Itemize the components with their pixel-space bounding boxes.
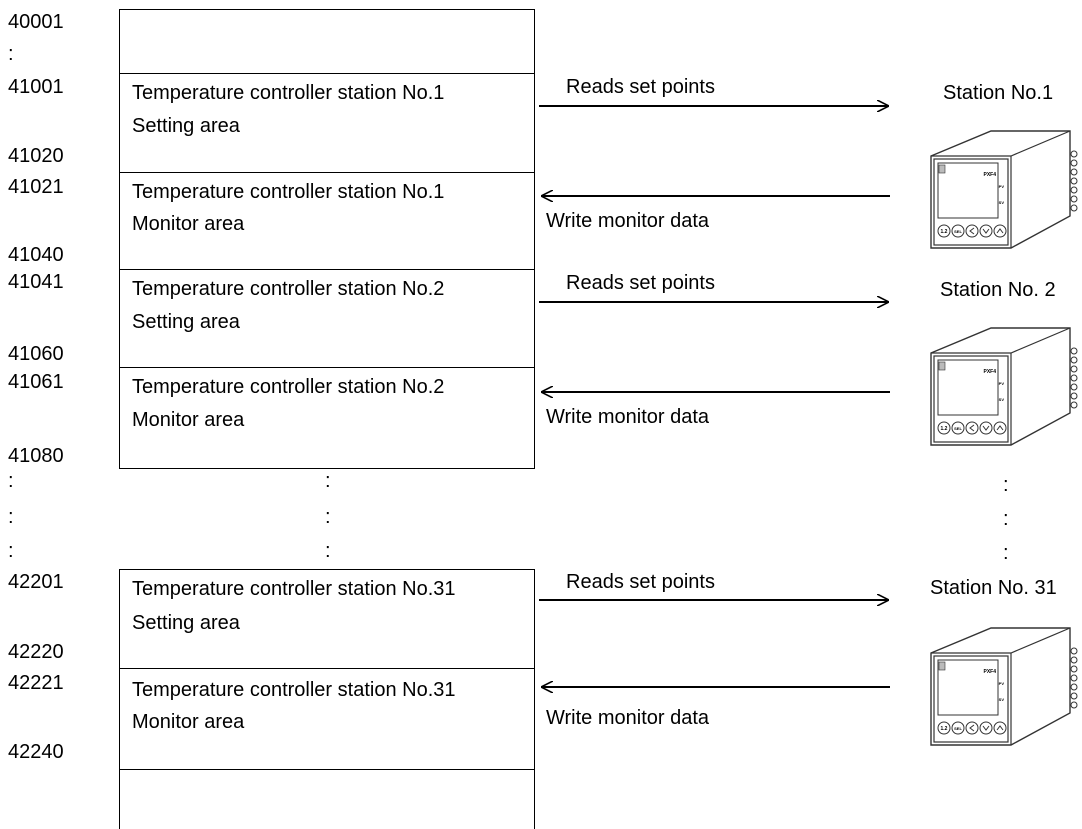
temperature-controller-device-icon: PXF4 PV SV 1.2 SEL bbox=[930, 627, 1078, 746]
address-42221: 42221 bbox=[8, 672, 64, 694]
read-label: Reads set points bbox=[566, 272, 715, 294]
address-41040: 41040 bbox=[8, 244, 64, 266]
block-label-line1: Temperature controller station No.1 bbox=[132, 82, 445, 104]
read-label: Reads set points bbox=[566, 76, 715, 98]
device-key-text: 1.2 bbox=[941, 726, 948, 732]
memory-block-station31-setting bbox=[119, 569, 535, 668]
address-41001: 41001 bbox=[8, 76, 64, 98]
temperature-controller-device-icon: PXF4 PV SV 1.2 SEL bbox=[930, 130, 1078, 249]
station-label: Station No. 31 bbox=[930, 577, 1057, 599]
middle-ellipsis: : bbox=[325, 506, 331, 528]
block-label-line1: Temperature controller station No.2 bbox=[132, 376, 445, 398]
memory-block-station2-monitor bbox=[119, 367, 535, 469]
block-label-line2: Monitor area bbox=[132, 711, 245, 733]
block-label-line1: Temperature controller station No.1 bbox=[132, 181, 445, 203]
address-41061: 41061 bbox=[8, 371, 64, 393]
memory-block-divider bbox=[119, 468, 535, 469]
address-42240: 42240 bbox=[8, 741, 64, 763]
block-label-line2: Monitor area bbox=[132, 213, 245, 235]
address-42220: 42220 bbox=[8, 641, 64, 663]
device-key-text: 1.2 bbox=[941, 229, 948, 235]
address-41041: 41041 bbox=[8, 271, 64, 293]
memory-block-reserved-bottom bbox=[119, 769, 535, 829]
address-42201: 42201 bbox=[8, 571, 64, 593]
address-41021: 41021 bbox=[8, 176, 64, 198]
right-ellipsis: : bbox=[1003, 542, 1009, 564]
block-label-line2: Setting area bbox=[132, 311, 240, 333]
block-label-line2: Setting area bbox=[132, 115, 240, 137]
address-ellipsis: : bbox=[8, 540, 14, 562]
memory-block-reserved-top bbox=[119, 9, 535, 73]
block-label-line1: Temperature controller station No.2 bbox=[132, 278, 445, 300]
write-label: Write monitor data bbox=[546, 707, 710, 729]
device-key-text: SEL bbox=[954, 426, 962, 431]
svg-text:PV: PV bbox=[999, 184, 1005, 189]
svg-text:PV: PV bbox=[999, 381, 1005, 386]
right-ellipsis: : bbox=[1003, 474, 1009, 496]
memory-block-station1-setting bbox=[119, 73, 535, 172]
svg-text:PV: PV bbox=[999, 681, 1005, 686]
block-label-line1: Temperature controller station No.31 bbox=[132, 679, 456, 701]
temperature-controller-device-icon: PXF4 PV SV 1.2 SEL bbox=[930, 327, 1078, 446]
block-label-line2: Setting area bbox=[132, 612, 240, 634]
middle-ellipsis: : bbox=[325, 470, 331, 492]
svg-text:SV: SV bbox=[999, 397, 1005, 402]
write-label: Write monitor data bbox=[546, 210, 710, 232]
address-ellipsis: : bbox=[8, 506, 14, 528]
read-label: Reads set points bbox=[566, 571, 715, 593]
station-label: Station No. 2 bbox=[940, 279, 1056, 301]
svg-text:SV: SV bbox=[999, 697, 1005, 702]
device-panel-text: PXF4 bbox=[983, 369, 996, 375]
device-panel-text: PXF4 bbox=[983, 172, 996, 178]
device-panel-text: PXF4 bbox=[983, 669, 996, 675]
middle-ellipsis: : bbox=[325, 540, 331, 562]
block-label-line2: Monitor area bbox=[132, 409, 245, 431]
memory-block-station31-monitor bbox=[119, 668, 535, 769]
memory-block-station2-setting bbox=[119, 269, 535, 367]
address-41020: 41020 bbox=[8, 145, 64, 167]
address-ellipsis: : bbox=[8, 43, 14, 65]
address-40001: 40001 bbox=[8, 11, 64, 33]
block-label-line1: Temperature controller station No.31 bbox=[132, 578, 456, 600]
station-label: Station No.1 bbox=[943, 82, 1054, 104]
address-41060: 41060 bbox=[8, 343, 64, 365]
memory-block-station1-monitor bbox=[119, 172, 535, 269]
right-ellipsis: : bbox=[1003, 508, 1009, 530]
device-key-text: 1.2 bbox=[941, 426, 948, 432]
write-label: Write monitor data bbox=[546, 406, 710, 428]
address-ellipsis: : bbox=[8, 470, 14, 492]
device-key-text: SEL bbox=[954, 726, 962, 731]
address-41080: 41080 bbox=[8, 445, 64, 467]
device-key-text: SEL bbox=[954, 229, 962, 234]
svg-text:SV: SV bbox=[999, 200, 1005, 205]
